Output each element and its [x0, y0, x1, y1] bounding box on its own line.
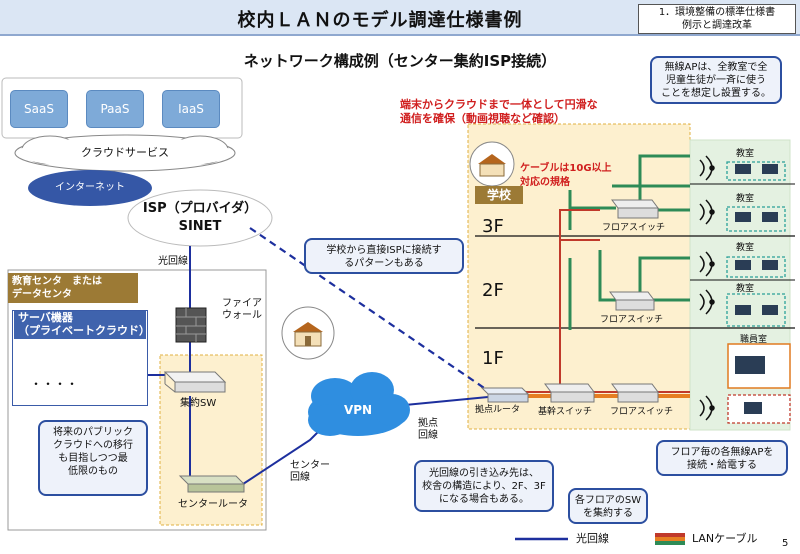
diagram-subtitle: ネットワーク構成例（センター集約ISP接続） — [243, 52, 557, 70]
fiber-line-label: 光回線 — [158, 256, 188, 267]
base-line-label: 拠点 回線 — [418, 418, 438, 442]
floor-3f-label: 3F — [482, 216, 504, 237]
data-center-heading: 教育センタ または データセンタ — [8, 273, 138, 303]
aggregate-sw-callout-line1: 各フロアのSW — [574, 495, 642, 506]
floor-ap-callout: フロア毎の各無線APを 接続・給電する — [656, 440, 788, 476]
public-cloud-callout-line1: 将来のパブリック — [53, 427, 133, 438]
classroom-label-4: 教室 — [736, 284, 755, 294]
cable-spec-note-line2: 対応の規格 — [520, 177, 570, 188]
cable-spec-note-line1: ケーブルは10G以上 — [520, 163, 612, 174]
base-line-label-1: 拠点 — [418, 418, 438, 429]
server-ellipsis: ・・・・ — [30, 377, 79, 391]
cloud-services-label: クラウドサービス — [81, 146, 169, 159]
smooth-communication-note-line2: 通信を確保（動画視聴など確認） — [400, 112, 565, 125]
isp-label-line2: SINET — [178, 219, 222, 234]
school-label: 学校 — [475, 186, 523, 204]
section-reference-line1: 1．環境整備の標準仕様書 — [658, 7, 776, 18]
data-center-heading-line1: 教育センタ または — [12, 276, 102, 287]
firewall-label-line1: ファイア — [222, 298, 262, 309]
aggregate-sw-callout-line2: を集約する — [583, 508, 633, 519]
wireless-ap-callout: 無線APは、全教室で全 児童生徒が一斉に使う ことを想定し設置する。 — [650, 56, 782, 104]
school-building-icon — [281, 306, 335, 360]
direct-isp-callout: 学校から直接ISPに接続す るパターンもある — [304, 238, 464, 274]
server-title-line1: サーバ機器 — [18, 311, 73, 324]
classroom-label-3: 教室 — [736, 243, 755, 253]
floor-ap-callout-line1: フロア毎の各無線APを — [670, 447, 774, 458]
legend-lan-label: LANケーブル — [692, 532, 758, 545]
iaas-box: IaaS — [162, 90, 220, 128]
direct-isp-callout-line2: るパターンもある — [344, 258, 424, 269]
center-router-icon — [178, 475, 246, 493]
wireless-ap-callout-line2: 児童生徒が一斉に使う — [666, 75, 766, 86]
data-center-heading-line2: データセンタ — [12, 289, 72, 300]
center-line-label-1: センター — [290, 460, 330, 471]
floor-switch-label-3f: フロアスイッチ — [602, 223, 666, 233]
legend-lan-swatch — [655, 533, 685, 545]
classroom-label-1: 教室 — [736, 149, 755, 159]
internet-oval — [28, 170, 152, 206]
wireless-ap-callout-line1: 無線APは、全教室で全 — [664, 62, 768, 73]
page-number: 5 — [782, 538, 789, 549]
page-title: 校内ＬＡＮのモデル調達仕様書例 — [237, 10, 523, 31]
section-reference: 1．環境整備の標準仕様書 例示と調達改革 — [638, 4, 796, 34]
isp-label-line1: ISP（プロバイダ） — [142, 201, 258, 216]
base-line-label-2: 回線 — [418, 430, 438, 441]
floor-ap-callout-line2: 接続・給電する — [687, 460, 757, 471]
fiber-entry-callout: 光回線の引き込み先は、 校舎の構造により、2F、3F になる場合もある。 — [414, 460, 554, 512]
aggregate-sw-callout: 各フロアのSW を集約する — [568, 488, 648, 524]
school-building-icon-small — [469, 141, 515, 187]
laptop-icons — [735, 164, 778, 414]
center-line-label-2: 回線 — [290, 472, 310, 483]
public-cloud-callout-line3: も目指しつつ最 — [58, 453, 128, 464]
firewall-label-line2: ウォール — [222, 310, 262, 321]
backbone-switch-label: 基幹スイッチ — [538, 407, 593, 417]
public-cloud-callout-line4: 低限のもの — [68, 466, 118, 477]
classroom-label-2: 教室 — [736, 194, 755, 204]
direct-isp-callout-line1: 学校から直接ISPに接続す — [326, 245, 442, 256]
floor-switch-icon-1f — [611, 383, 659, 403]
wireless-ap-icons — [699, 155, 715, 421]
smooth-communication-note-line1: 端末からクラウドまで一体として円滑な — [400, 98, 598, 111]
fiber-entry-callout-line3: になる場合もある。 — [439, 494, 529, 505]
direct-isp-dashed-line — [249, 227, 491, 393]
vpn-label: VPN — [343, 403, 373, 417]
isp-label: ISP（プロバイダ） SINET — [130, 200, 270, 236]
fiber-entry-callout-line2: 校舎の構造により、2F、3F — [422, 481, 546, 492]
floor-switch-label-1f: フロアスイッチ — [610, 407, 674, 417]
saas-box: SaaS — [10, 90, 68, 128]
floor-switch-icon-2f — [609, 291, 655, 311]
cable-spec-note: ケーブルは10G以上 対応の規格 — [520, 162, 612, 190]
smooth-communication-note: 端末からクラウドまで一体として円滑な 通信を確保（動画視聴など確認） — [400, 98, 598, 126]
floor-switch-icon-3f — [611, 199, 659, 219]
public-cloud-callout: 将来のパブリック クラウドへの移行 も目指しつつ最 低限のもの — [38, 420, 148, 496]
floor-1f-label: 1F — [482, 348, 504, 369]
backbone-switch-icon — [544, 383, 595, 403]
paas-box: PaaS — [86, 90, 144, 128]
base-router-icon — [480, 387, 530, 403]
floor-switch-label-2f: フロアスイッチ — [600, 315, 664, 325]
section-reference-line2: 例示と調達改革 — [682, 20, 752, 31]
fiber-entry-callout-line1: 光回線の引き込み先は、 — [429, 468, 539, 479]
base-router-label: 拠点ルータ — [475, 405, 521, 415]
staff-room-label: 職員室 — [740, 335, 768, 345]
public-cloud-callout-line2: クラウドへの移行 — [53, 440, 133, 451]
core-switch-icon — [163, 371, 227, 393]
server-equipment-title: サーバ機器 （プライベートクラウド） — [14, 311, 150, 339]
center-router-label: センタールータ — [178, 499, 248, 510]
server-title-line2: （プライベートクラウド） — [18, 324, 150, 337]
isp-ellipse — [127, 189, 273, 247]
center-line-label: センター 回線 — [290, 460, 330, 484]
firewall-label: ファイア ウォール — [222, 298, 262, 322]
floor-2f-label: 2F — [482, 280, 504, 301]
firewall-icon — [175, 307, 207, 343]
core-switch-label: 集約SW — [180, 398, 217, 409]
internet-label: インターネット — [55, 182, 125, 193]
vpn-cloud — [308, 372, 410, 436]
wireless-ap-callout-line3: ことを想定し設置する。 — [661, 88, 771, 99]
legend-fiber-label: 光回線 — [576, 532, 609, 545]
